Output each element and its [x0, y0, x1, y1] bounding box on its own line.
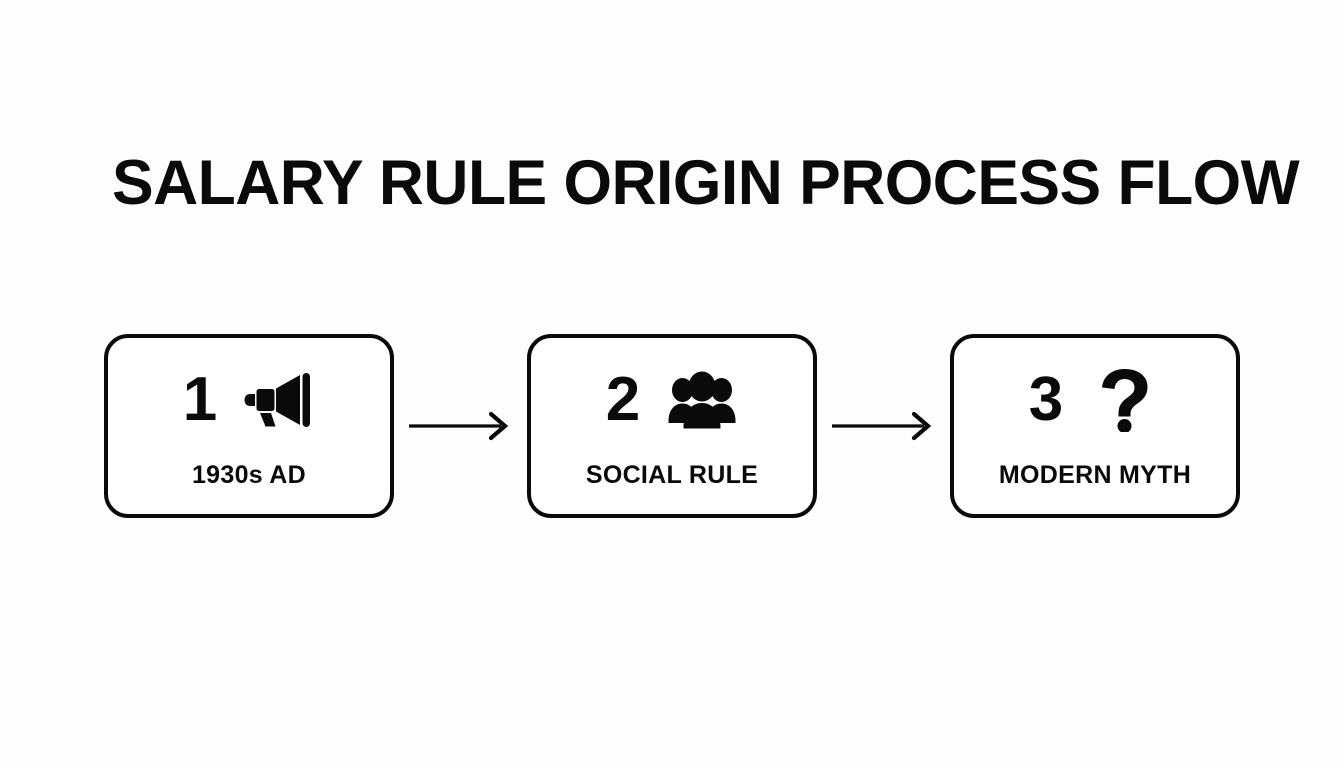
process-flow-diagram: 1 1930s AD 2 — [104, 334, 1240, 518]
page-title: SALARY RULE ORIGIN PROCESS FLOW — [112, 148, 1300, 218]
step-label: MODERN MYTH — [998, 461, 1192, 489]
process-step-2[interactable]: 2 SOCIAL RULE — [527, 334, 817, 518]
step-header-row: 2 — [531, 364, 813, 436]
megaphone-icon — [243, 370, 315, 430]
process-step-3[interactable]: 3 MODERN MYTH — [950, 334, 1240, 518]
users-group-icon — [666, 370, 738, 430]
step-number: 3 — [1028, 365, 1064, 434]
step-number: 1 — [182, 365, 218, 434]
step-number: 2 — [605, 365, 641, 434]
step-label: 1930s AD — [191, 461, 307, 489]
step-header-row: 3 — [954, 364, 1236, 436]
connector-1-to-2 — [394, 409, 527, 443]
step-label: SOCIAL RULE — [585, 461, 759, 489]
step-header-row: 1 — [108, 364, 390, 436]
arrow-right-icon — [831, 411, 931, 441]
question-mark-icon — [1089, 369, 1161, 432]
process-step-1[interactable]: 1 1930s AD — [104, 334, 394, 518]
arrow-right-icon — [408, 411, 508, 441]
connector-2-to-3 — [817, 409, 950, 443]
